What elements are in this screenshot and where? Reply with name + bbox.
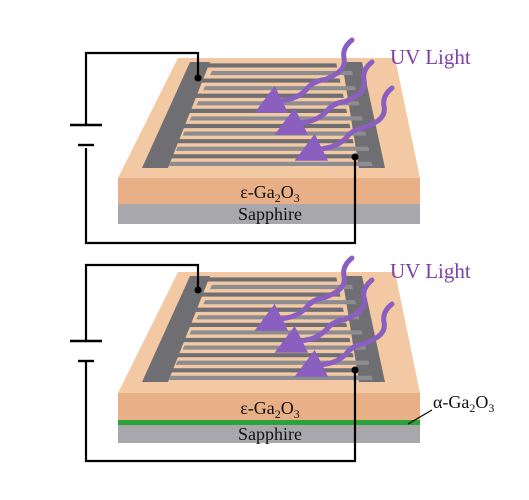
battery-icon — [70, 339, 102, 363]
contact-dot — [351, 153, 359, 161]
electrode-finger — [199, 277, 338, 282]
electrode-finger — [182, 345, 366, 350]
electrode-finger — [210, 284, 353, 290]
contact-dot — [194, 286, 202, 294]
electrode-finger — [203, 300, 357, 305]
film-sub2: 3 — [294, 191, 300, 205]
electrode-finger — [185, 93, 344, 98]
wavy-arrow-icon — [294, 301, 395, 377]
electrode-finger — [192, 78, 341, 83]
film-prefix: ε-Ga — [240, 398, 275, 418]
electrode-finger — [189, 330, 363, 335]
electrode-finger — [210, 70, 353, 76]
uv-light-label: UV Light — [390, 259, 471, 283]
wavy-arrow-icon — [274, 277, 375, 353]
contact-dot — [351, 366, 359, 374]
electrode-finger — [158, 368, 357, 373]
substrate-label: Sapphire — [238, 424, 302, 444]
electrode-finger — [185, 307, 344, 312]
electrode-finger — [168, 375, 373, 380]
film-sub1: 2 — [275, 407, 281, 421]
wavy-arrow-icon — [254, 255, 355, 331]
film-prefix: ε-Ga — [240, 182, 275, 202]
interlayer-label: α-Ga2O3 — [433, 392, 494, 415]
electrode-finger — [175, 146, 370, 151]
film-label: ε-Ga2O3 — [240, 398, 300, 421]
electrode-finger — [178, 108, 348, 113]
contact-dot — [194, 74, 202, 82]
uv-light-arrows — [254, 37, 395, 161]
electrode-finger — [178, 322, 348, 327]
wavy-arrow-icon — [274, 59, 375, 135]
interlayer-prefix: α-Ga — [433, 392, 469, 412]
electrode-finger — [165, 353, 354, 358]
film-sub2: 3 — [294, 407, 300, 421]
electrode-finger — [182, 131, 366, 136]
interlayer-sub1: 2 — [469, 401, 475, 415]
sapphire-layer — [118, 425, 420, 443]
electrode-finger — [158, 154, 357, 159]
substrate-label: Sapphire — [238, 204, 302, 224]
device-bottom: UV Light ε-Ga2O3 Sapphire α-Ga2O3 — [70, 255, 494, 463]
interlayer-mid: O — [475, 392, 488, 412]
circuit-wires — [84, 263, 357, 463]
device-top: UV Light ε-Ga2O3 Sapphire — [70, 37, 471, 245]
left-bus-electrode — [142, 62, 210, 168]
left-bus-electrode — [142, 276, 210, 382]
film-label: ε-Ga2O3 — [240, 182, 300, 205]
electrode-finger — [203, 86, 357, 91]
battery-icon — [70, 123, 102, 147]
electrode-finger — [189, 116, 363, 121]
substrate-film-side — [118, 393, 420, 420]
electrode-finger — [199, 63, 338, 68]
electrode-finger — [165, 139, 354, 144]
film-mid: O — [281, 182, 294, 202]
uv-light-arrows — [254, 255, 395, 377]
uv-light-label: UV Light — [390, 45, 471, 69]
electrode-finger — [192, 292, 341, 297]
sapphire-layer — [118, 204, 420, 224]
electrode-finger — [168, 161, 373, 166]
wavy-arrow-icon — [254, 37, 355, 113]
film-sub1: 2 — [275, 191, 281, 205]
interlayer-leader-line — [407, 409, 433, 425]
interlayer-sub2: 3 — [488, 401, 494, 415]
film-mid: O — [281, 398, 294, 418]
circuit-wires — [84, 51, 357, 245]
wavy-arrow-icon — [294, 85, 395, 161]
electrode-finger — [172, 337, 351, 343]
substrate-film-side — [118, 178, 420, 204]
electrode-finger — [172, 123, 351, 129]
alpha-interlayer — [118, 420, 420, 425]
